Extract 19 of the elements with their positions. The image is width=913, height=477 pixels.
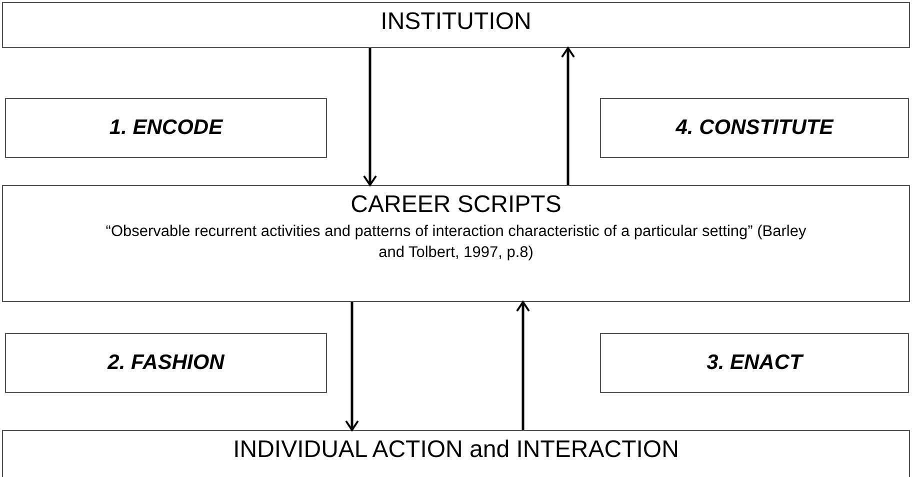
box-title: 4. CONSTITUTE bbox=[676, 114, 834, 141]
arrow bbox=[345, 302, 359, 431]
level-box bbox=[2, 185, 910, 302]
box-title: INSTITUTION bbox=[380, 7, 532, 37]
arrow bbox=[561, 47, 575, 185]
process-label-box bbox=[600, 333, 909, 393]
arrow bbox=[516, 301, 530, 430]
level-box bbox=[2, 2, 910, 48]
process-label-box bbox=[5, 333, 327, 393]
level-box bbox=[2, 430, 910, 477]
arrow bbox=[363, 48, 377, 186]
quote-text: “Observable recurrent activities and patterns of interaction characteristic of a particular setting” (Barley and Tolbert, 1997, p.8) bbox=[104, 222, 808, 263]
box-title: 3. ENACT bbox=[706, 350, 802, 376]
box-title: INDIVIDUAL ACTION and INTERACTION bbox=[233, 435, 679, 465]
box-title: CAREER SCRIPTS bbox=[350, 190, 562, 220]
box-title: 1. ENCODE bbox=[109, 114, 223, 141]
box-title: 2. FASHION bbox=[108, 350, 224, 376]
process-label-box bbox=[5, 98, 327, 158]
process-label-box bbox=[600, 98, 909, 158]
